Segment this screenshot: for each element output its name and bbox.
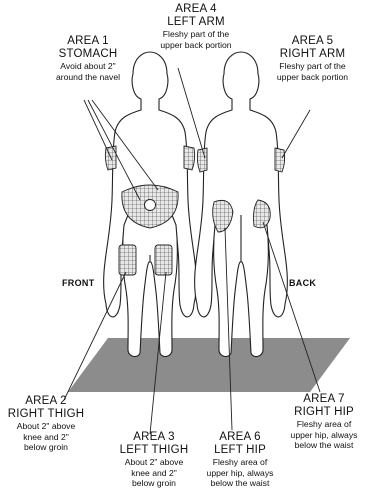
area7-desc-line: Fleshy area of [278, 419, 370, 429]
area3-number: AREA 3 [108, 431, 200, 444]
area5-desc-line: upper back portion [255, 72, 370, 82]
area5-label: AREA 5 RIGHT ARM Fleshy part of the uppe… [255, 35, 370, 82]
area1-desc-line: Avoid about 2" [28, 61, 148, 71]
area5-patch [275, 148, 285, 172]
area7-desc-line: below the waist [278, 440, 370, 450]
area7-label: AREA 7 RIGHT HIP Fleshy area of upper hi… [278, 393, 370, 451]
area4-desc-line: Fleshy part of the [136, 29, 256, 39]
area2-desc-line: knee and 2" [0, 432, 92, 442]
area6-label: AREA 6 LEFT HIP Fleshy area of upper hip… [192, 431, 288, 489]
area6-desc-line: Fleshy area of [192, 457, 288, 467]
area3-label: AREA 3 LEFT THIGH About 2" above knee an… [108, 431, 200, 489]
area4-number: AREA 4 [136, 3, 256, 16]
area2-label: AREA 2 RIGHT THIGH About 2" above knee a… [0, 395, 92, 453]
area4-desc-line: upper back portion [136, 40, 256, 50]
area7-number: AREA 7 [278, 393, 370, 406]
area6-desc-line: below the waist [192, 478, 288, 488]
area2-patch [119, 245, 136, 275]
area1-label: AREA 1 STOMACH Avoid about 2" around the… [28, 35, 148, 82]
area6-desc-line: upper hip, always [192, 468, 288, 478]
area2-desc-line: About 2" above [0, 421, 92, 431]
navel-exclusion [145, 200, 156, 211]
area4-title: LEFT ARM [136, 16, 256, 29]
area4-label: AREA 4 LEFT ARM Fleshy part of the upper… [136, 3, 256, 50]
front-view-label: FRONT [62, 278, 95, 288]
area1-title: STOMACH [28, 48, 148, 61]
front-arm-left-patch [184, 146, 195, 170]
area3-patch [155, 245, 172, 275]
area2-desc-line: below groin [0, 442, 92, 452]
area7-desc-line: upper hip, always [278, 430, 370, 440]
area5-title: RIGHT ARM [255, 48, 370, 61]
area5-number: AREA 5 [255, 35, 370, 48]
area7-title: RIGHT HIP [278, 406, 370, 419]
back-view-label: BACK [289, 278, 316, 288]
back-figure [195, 52, 288, 357]
area3-desc-line: below groin [108, 478, 200, 488]
area1-desc-line: around the navel [28, 72, 148, 82]
area3-desc-line: knee and 2" [108, 468, 200, 478]
area2-title: RIGHT THIGH [0, 408, 92, 421]
area4-patch [197, 148, 207, 172]
area1-number: AREA 1 [28, 35, 148, 48]
floor-mat [68, 338, 350, 392]
area6-title: LEFT HIP [192, 444, 288, 457]
area6-number: AREA 6 [192, 431, 288, 444]
area2-number: AREA 2 [0, 395, 92, 408]
area5-desc-line: Fleshy part of the [255, 61, 370, 71]
area3-title: LEFT THIGH [108, 444, 200, 457]
area3-desc-line: About 2" above [108, 457, 200, 467]
